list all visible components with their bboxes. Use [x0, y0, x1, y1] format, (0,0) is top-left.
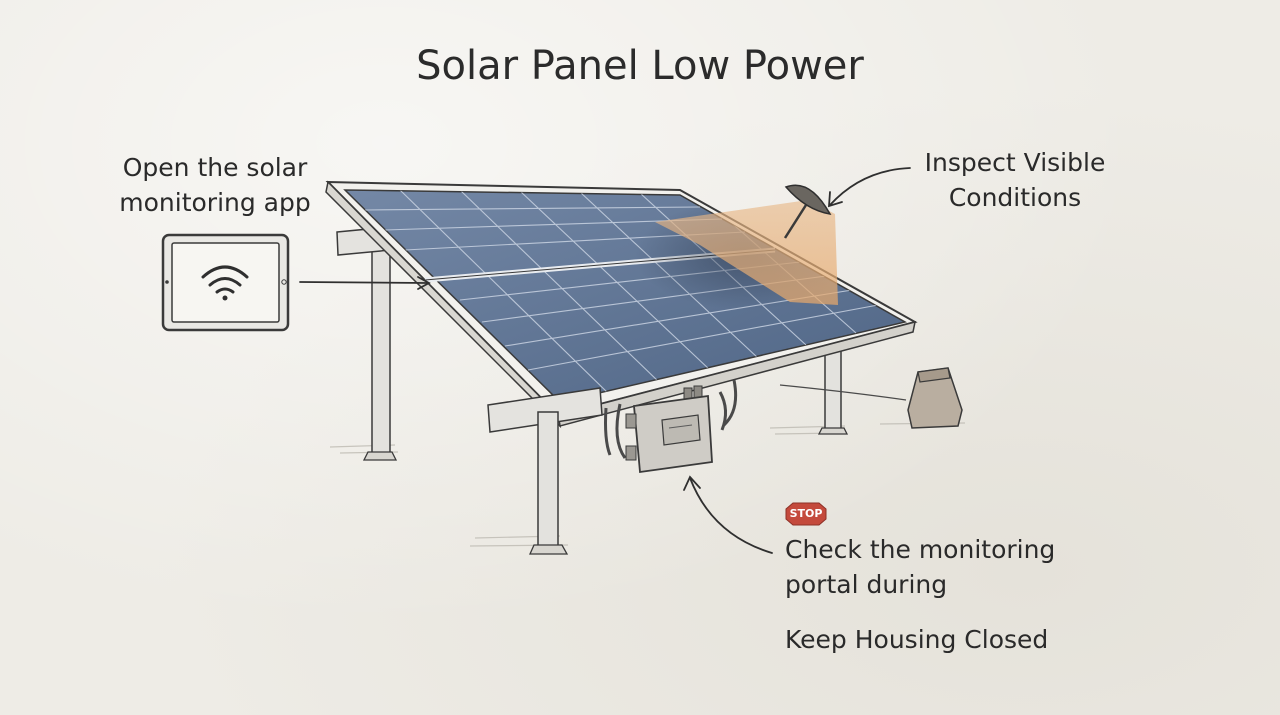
arrow-app-to-panel	[299, 276, 431, 290]
label-open-app: Open the solar monitoring app	[119, 153, 311, 217]
arrow-check-to-box	[683, 475, 773, 554]
label-check-portal: Check the monitoring portal during	[785, 535, 1056, 599]
solar-panel	[325, 180, 918, 429]
stop-sign-icon: STOP	[785, 502, 827, 526]
page-title: Solar Panel Low Power	[416, 43, 864, 89]
tablet-icon	[161, 233, 290, 332]
wifi-icon	[201, 265, 249, 301]
arrow-inspect-to-lamp	[828, 167, 911, 208]
label-keep-housing-closed: Keep Housing Closed	[785, 625, 1049, 654]
junction-box	[604, 379, 738, 474]
ground-sensor-box	[779, 367, 963, 429]
stop-label: STOP	[789, 507, 823, 520]
back-leg-right	[817, 339, 849, 435]
lamp-icon	[655, 184, 838, 305]
label-inspect-conditions: Inspect Visible Conditions	[924, 148, 1106, 212]
front-leg-left	[487, 387, 603, 555]
